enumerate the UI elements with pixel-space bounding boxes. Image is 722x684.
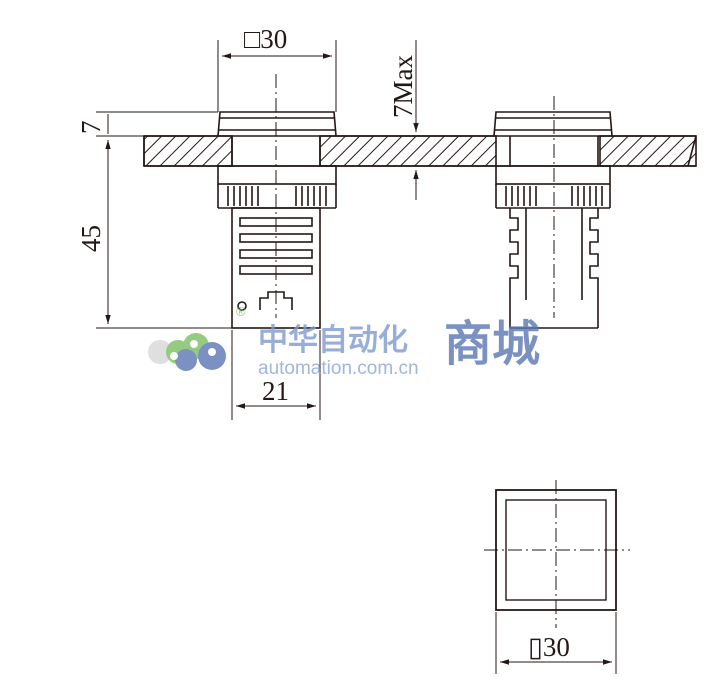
label-body-width: 21 [262, 376, 289, 406]
nut-ridges [227, 186, 327, 206]
dim-cutout-width [495, 612, 617, 674]
watermark-logo-icon [148, 333, 226, 371]
panel-plate [143, 135, 697, 167]
watermark-mall: 商城 [444, 316, 540, 372]
label-max-thickness: 7Max [388, 55, 418, 118]
front-view [495, 489, 617, 611]
dim-flange [96, 111, 218, 137]
watermark-url: automation.com.cn [258, 358, 419, 379]
registered-mark: ® [236, 304, 246, 319]
label-flange: 7 [76, 121, 106, 135]
dim-body-width [231, 330, 321, 420]
watermark-brand: 中华自动化 [258, 323, 408, 358]
left-device [217, 111, 337, 329]
label-cutout-width: ▯30 [528, 632, 570, 662]
right-device [493, 111, 613, 329]
label-height: 45 [76, 225, 106, 252]
label-width-top: □30 [244, 24, 287, 54]
dim-height [96, 140, 232, 329]
dim-width-top [217, 40, 337, 112]
nut-ridges-right [505, 186, 603, 206]
watermark: ® 中华自动化 商城 automation.com.cn [148, 304, 540, 379]
